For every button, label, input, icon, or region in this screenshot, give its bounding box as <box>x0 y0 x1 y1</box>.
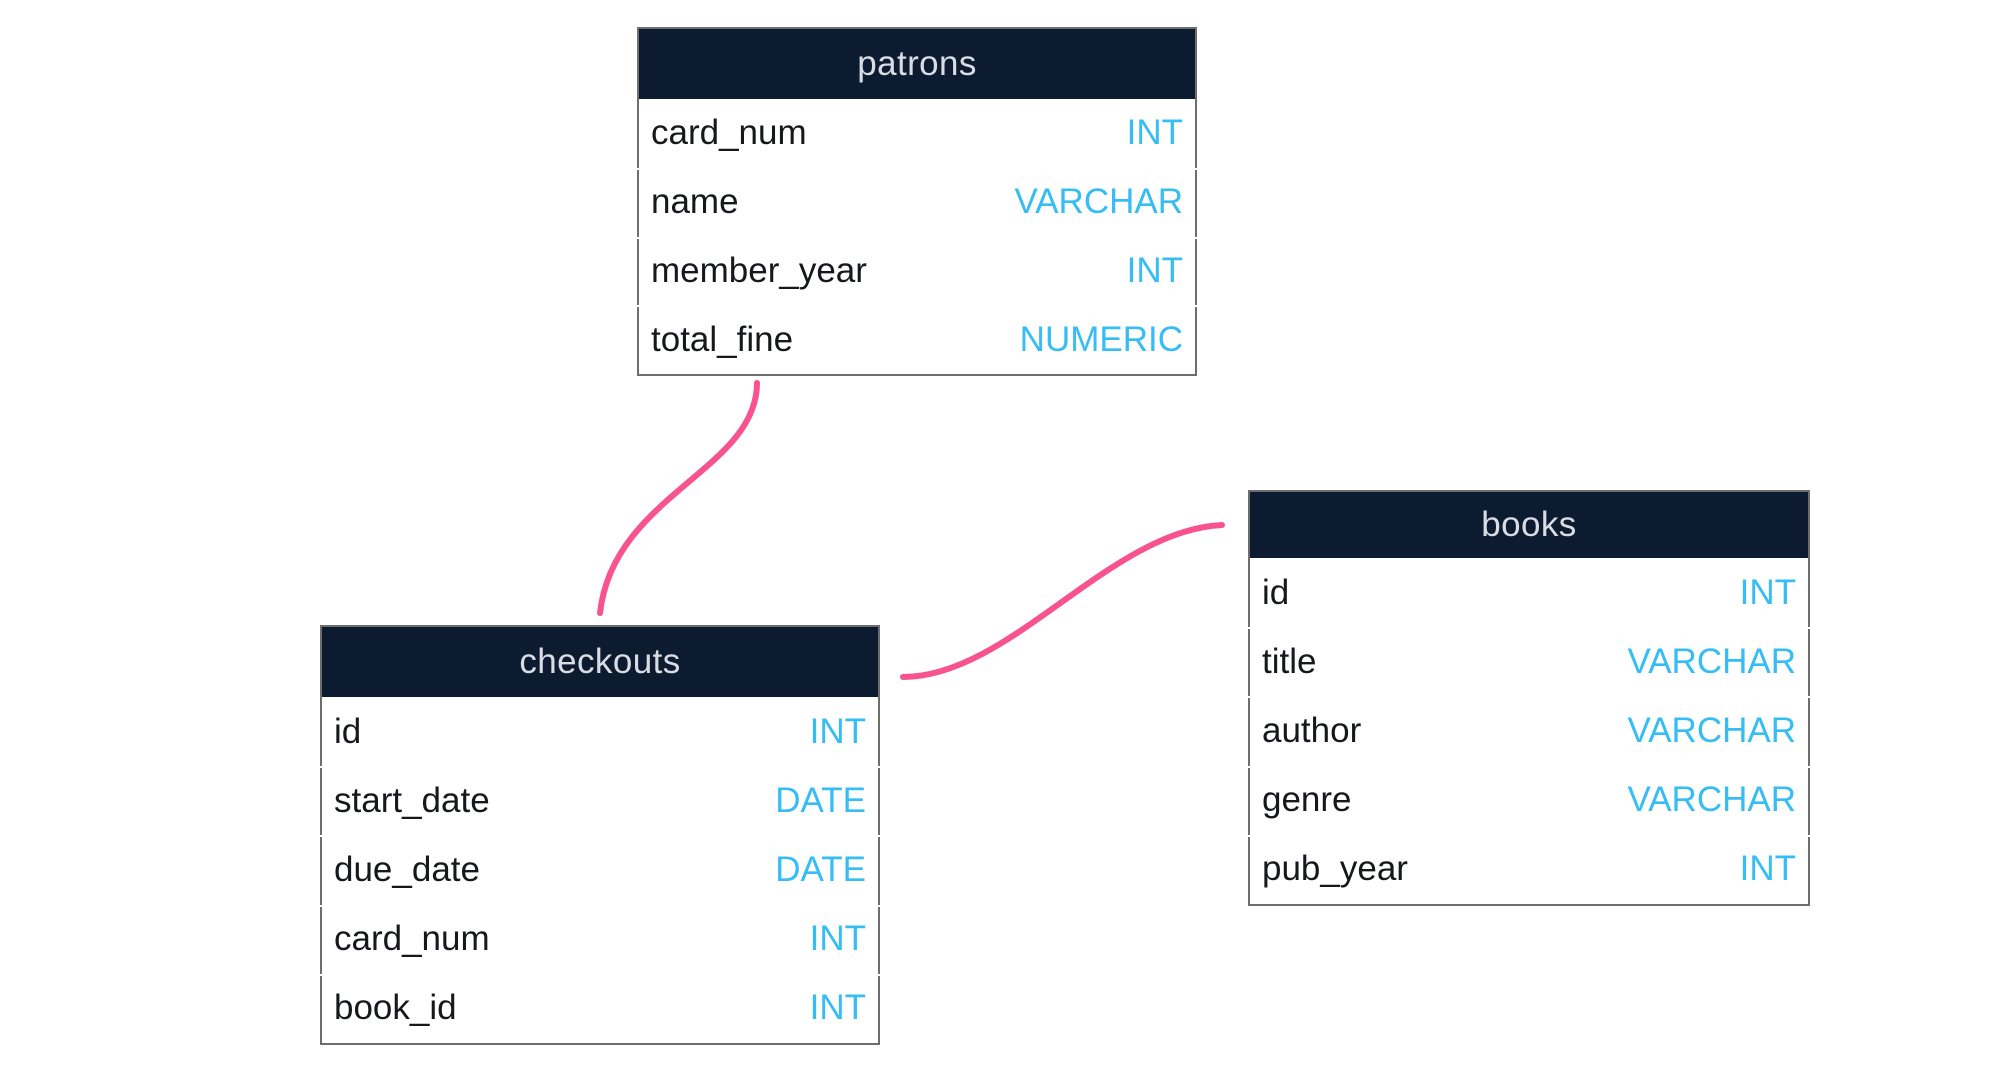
table-row[interactable]: pub_year INT <box>1248 834 1810 904</box>
table-patrons-title: patrons <box>639 29 1195 99</box>
table-row[interactable]: id INT <box>322 697 878 766</box>
field-type: VARCHAR <box>1627 780 1796 820</box>
field-type: INT <box>1126 250 1183 290</box>
table-row[interactable]: start_date DATE <box>320 766 880 835</box>
table-row[interactable]: title VARCHAR <box>1248 627 1810 696</box>
table-patrons[interactable]: patrons card_num INT name VARCHAR member… <box>637 27 1197 376</box>
table-patrons-fields: card_num INT name VARCHAR member_year IN… <box>637 99 1197 374</box>
field-type: INT <box>809 919 866 959</box>
field-name: member_year <box>651 250 867 290</box>
table-books-fields: id INT title VARCHAR author VARCHAR genr… <box>1248 558 1810 904</box>
table-row[interactable]: member_year INT <box>637 236 1197 306</box>
field-type: INT <box>1126 113 1183 153</box>
field-name: name <box>651 182 739 222</box>
field-name: author <box>1262 711 1362 750</box>
field-type: DATE <box>775 780 866 820</box>
field-type: VARCHAR <box>1627 641 1796 681</box>
relationship-checkouts-books <box>900 522 1225 680</box>
field-name: genre <box>1262 780 1352 820</box>
table-row[interactable]: author VARCHAR <box>1248 696 1810 765</box>
table-checkouts[interactable]: checkouts id INT start_date DATE due_dat… <box>320 625 880 1045</box>
table-checkouts-title: checkouts <box>322 627 878 697</box>
field-name: card_num <box>334 919 490 959</box>
field-name: title <box>1262 641 1317 681</box>
field-name: pub_year <box>1262 849 1408 889</box>
field-type: INT <box>809 988 866 1028</box>
table-row[interactable]: total_fine NUMERIC <box>637 305 1197 374</box>
table-row[interactable]: name VARCHAR <box>637 167 1197 237</box>
table-row[interactable]: id INT <box>1250 558 1808 627</box>
table-books-title: books <box>1250 492 1808 558</box>
table-row[interactable]: book_id INT <box>320 973 880 1043</box>
field-type: INT <box>809 711 866 751</box>
field-name: id <box>334 711 362 751</box>
table-row[interactable]: card_num INT <box>320 904 880 974</box>
relationship-patrons-checkouts <box>597 380 760 616</box>
table-row[interactable]: genre VARCHAR <box>1248 765 1810 835</box>
field-type: INT <box>1739 849 1796 889</box>
field-type: VARCHAR <box>1014 182 1183 222</box>
field-type: NUMERIC <box>1019 319 1183 359</box>
table-row[interactable]: card_num INT <box>639 99 1195 168</box>
field-name: due_date <box>334 850 480 889</box>
table-row[interactable]: due_date DATE <box>320 835 880 904</box>
field-name: start_date <box>334 780 490 820</box>
field-name: id <box>1262 572 1290 612</box>
field-name: total_fine <box>651 319 794 359</box>
field-name: book_id <box>334 988 457 1028</box>
field-type: DATE <box>775 850 866 889</box>
field-type: INT <box>1739 572 1796 612</box>
field-name: card_num <box>651 113 807 153</box>
table-books[interactable]: books id INT title VARCHAR author VARCHA… <box>1248 490 1810 906</box>
table-checkouts-fields: id INT start_date DATE due_date DATE car… <box>320 697 880 1043</box>
field-type: VARCHAR <box>1627 711 1796 750</box>
